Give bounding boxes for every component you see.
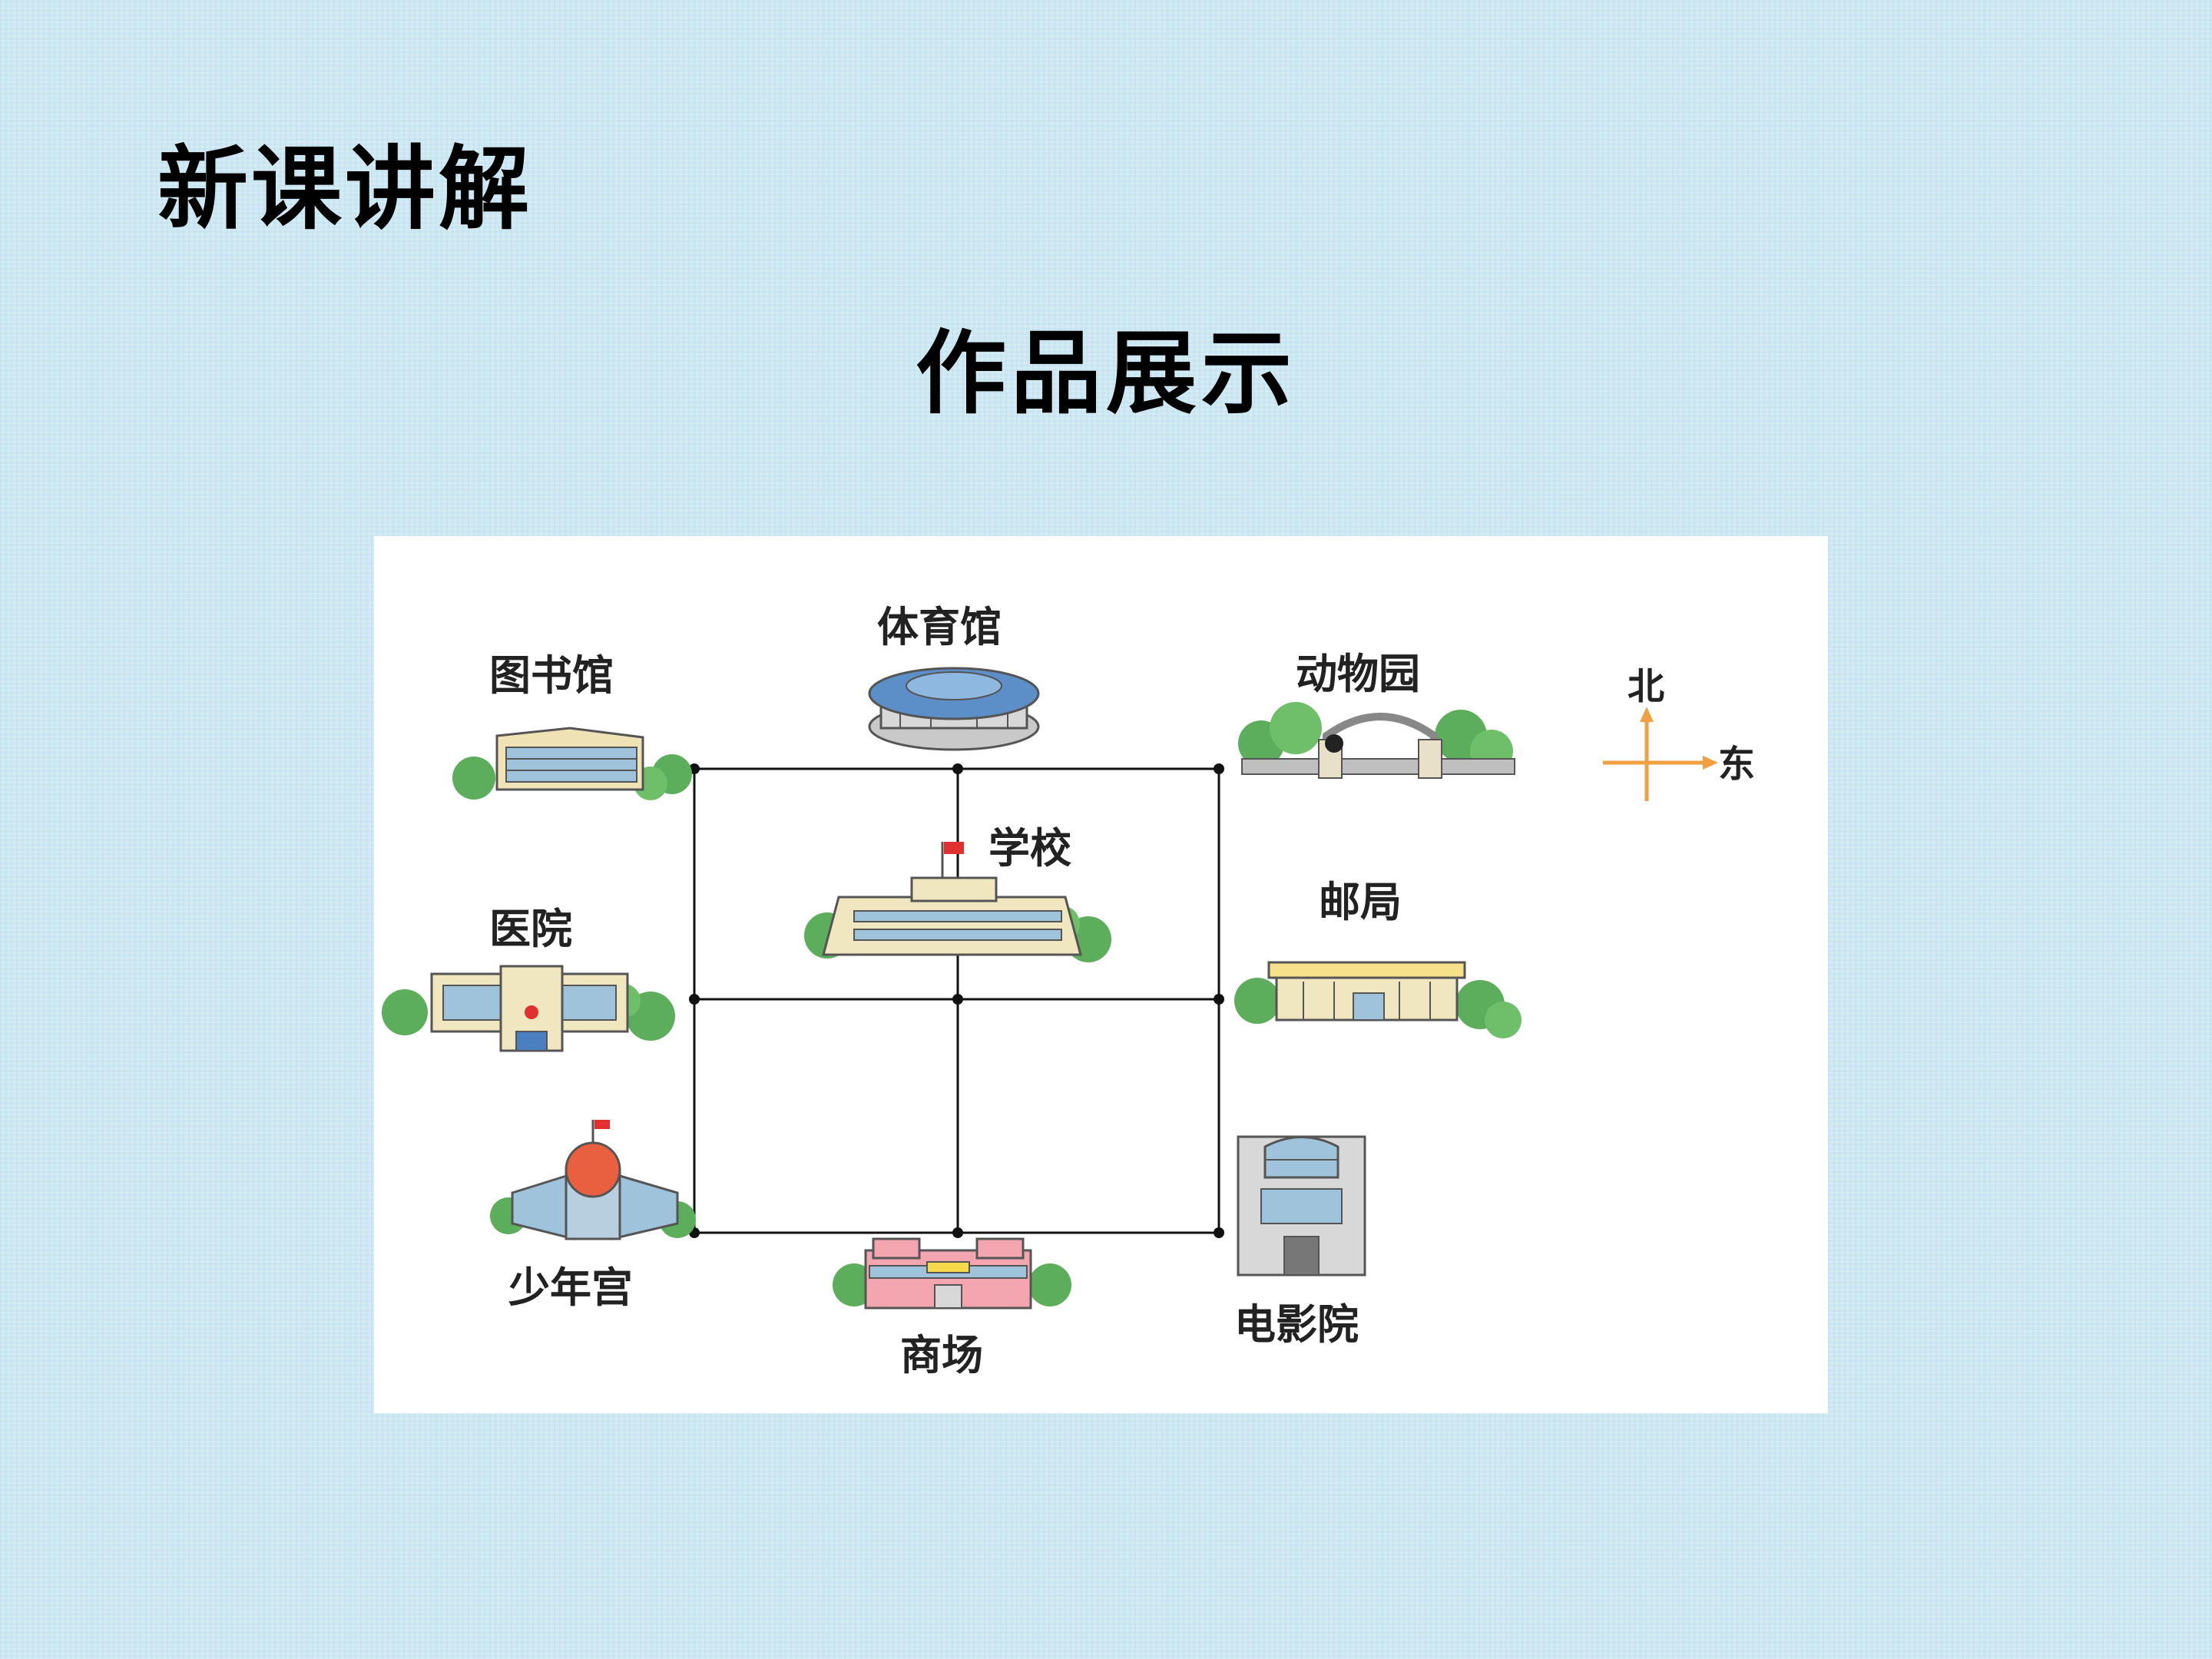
north-arrow-icon: [1640, 707, 1654, 722]
cinema-label: 电影院: [1234, 1300, 1359, 1349]
hospital-label: 医院: [489, 904, 572, 953]
school-flag-icon: [944, 842, 964, 854]
cinema-building-icon: [1237, 1135, 1366, 1277]
zoo-label: 动物园: [1296, 649, 1420, 698]
map-panel: 北 东 图书馆 体育馆 动物园: [374, 536, 1828, 1413]
school-label: 学校: [988, 823, 1071, 873]
post-office-label: 邮局: [1319, 877, 1402, 926]
hospital-cross-icon: [525, 1005, 538, 1019]
east-arrow-icon: [1703, 756, 1718, 770]
mall-label: 商场: [900, 1330, 983, 1379]
compass-north-label: 北: [1628, 665, 1664, 708]
slide-title: 作品展示: [915, 320, 1296, 426]
mall-building-icon: [833, 1237, 1071, 1310]
youth-palace-flag-icon: [594, 1120, 610, 1129]
stadium-label: 体育馆: [877, 602, 1002, 651]
school-building-icon: [804, 842, 1111, 962]
zoo-building-icon: [1238, 702, 1515, 779]
stadium-building-icon: [868, 667, 1040, 751]
hospital-building-icon: [382, 965, 675, 1052]
youth-palace-label: 少年宫: [508, 1263, 633, 1312]
compass-east-label: 东: [1718, 743, 1755, 786]
map-diagram: 北 东 图书馆 体育馆 动物园: [382, 602, 1755, 1379]
library-building-icon: [452, 727, 692, 800]
youth-palace-building-icon: [490, 1120, 696, 1240]
post-office-building-icon: [1234, 961, 1522, 1038]
library-label: 图书馆: [489, 651, 614, 700]
section-title: 新课讲解: [157, 135, 533, 242]
compass: 北 东: [1603, 665, 1755, 801]
